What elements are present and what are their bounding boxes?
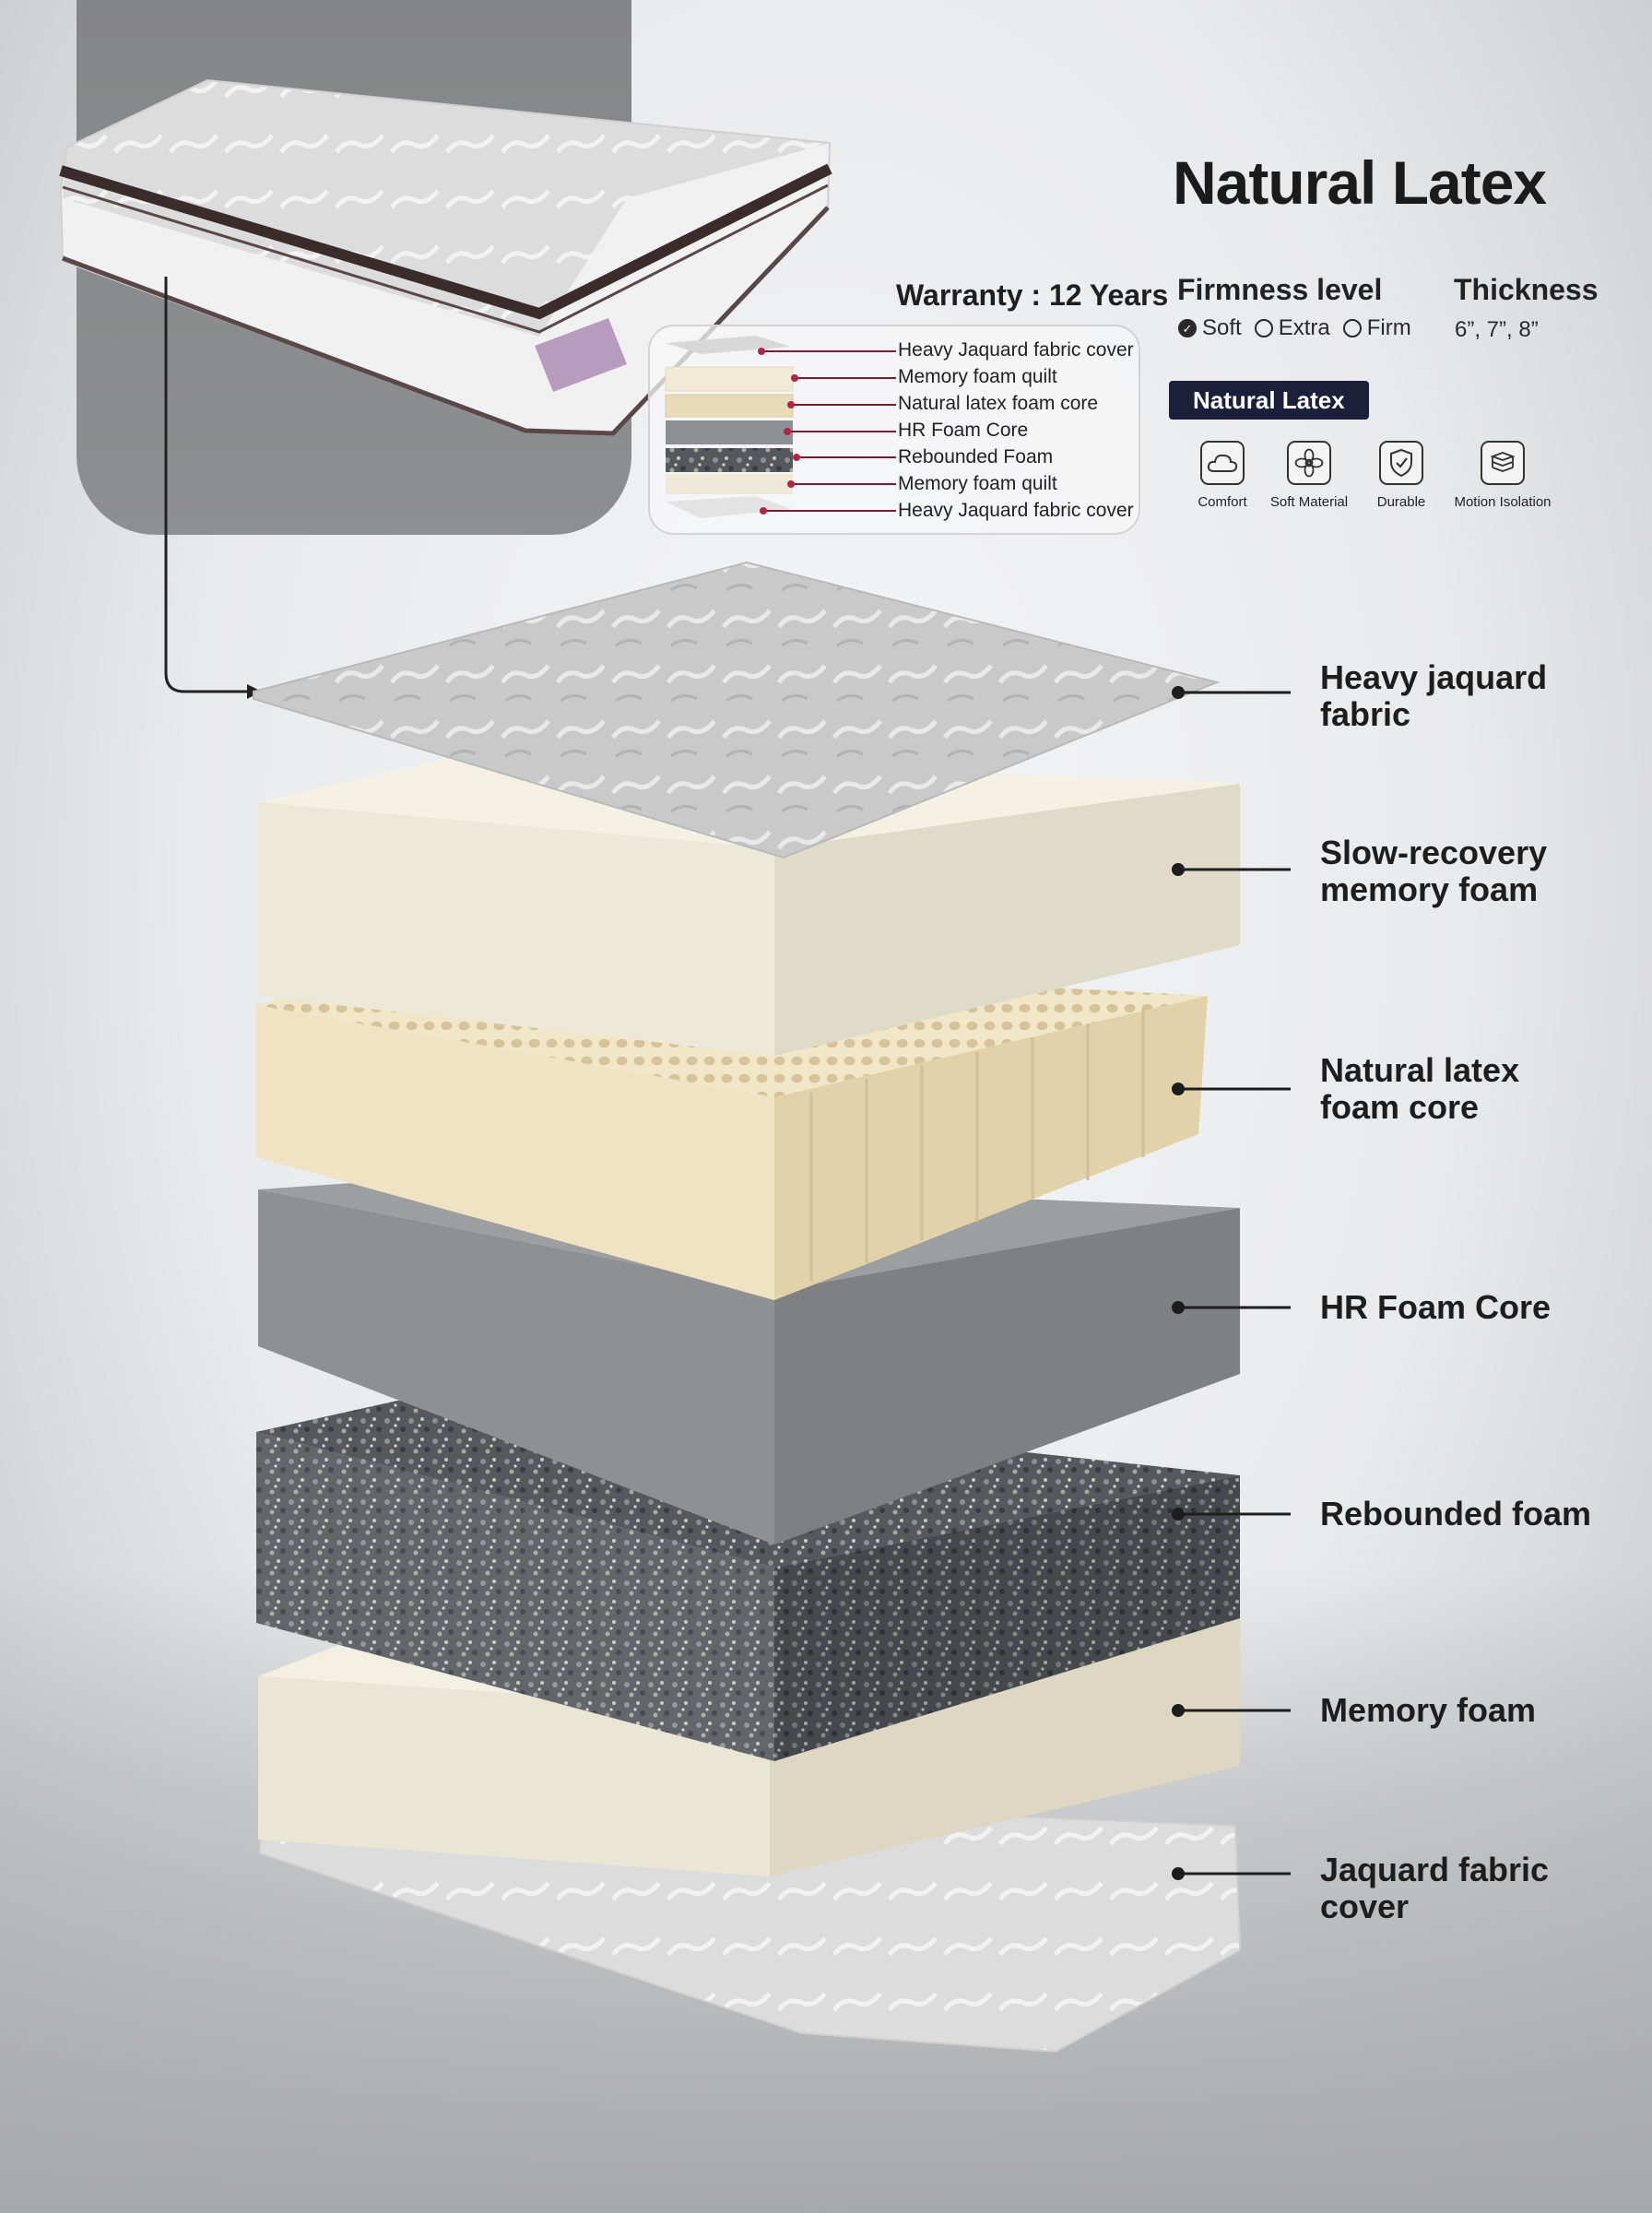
radio-icon [1254,319,1273,337]
exploded-layers-illustration [253,561,1291,2053]
warranty-label: Warranty : 12 Years [896,278,1169,312]
layer-heavy-jaquard [253,561,1221,859]
radio-icon [1342,319,1362,337]
mini-layer-label: HR Foam Core [898,420,1029,441]
callout-natural-latex: Natural latex foam core [1320,1051,1520,1126]
callout-heavy-jaquard: Heavy jaquard fabric [1320,658,1548,733]
callout-lines [1178,691,1291,1876]
feature-comfort: Comfort [1162,441,1282,510]
firmness-option-extra[interactable]: Extra [1254,315,1330,341]
callout-hr-foam: HR Foam Core [1320,1288,1552,1326]
mini-layer-label: Memory foam quilt [898,473,1057,494]
callout-dots [1172,686,1185,1880]
feature-motion-isolation: Motion Isolation [1443,441,1563,510]
mini-layer-label: Memory foam quilt [898,366,1057,387]
thickness-values: 6”, 7”, 8” [1455,317,1539,342]
page-title: Natural Latex [1173,148,1547,217]
callout-slow-recovery-foam: Slow-recovery memory foam [1320,834,1548,908]
material-badge: Natural Latex [1169,381,1369,420]
firmness-option-soft[interactable]: ✓ Soft [1178,315,1242,341]
mini-layer-label: Heavy Jaquard fabric cover [898,339,1134,361]
firmness-heading: Firmness level [1177,273,1383,306]
cloud-icon [1200,441,1245,485]
check-radio-icon: ✓ [1178,319,1197,337]
flower-icon [1287,441,1331,485]
callout-rebounded-foam: Rebounded foam [1320,1495,1591,1533]
shield-check-icon [1379,441,1423,485]
mattress-illustration [59,78,832,436]
firmness-option-firm[interactable]: Firm [1342,315,1411,341]
feature-soft-material: Soft Material [1249,441,1369,510]
mini-layer-label: Rebounded Foam [898,446,1054,467]
mini-layer-stack [665,336,896,518]
callout-memory-foam: Memory foam [1320,1691,1537,1729]
layers-icon [1481,441,1525,485]
callout-jaquard-cover: Jaquard fabric cover [1320,1851,1550,1925]
mini-layer-label: Natural latex foam core [898,393,1099,414]
mini-layer-label: Heavy Jaquard fabric cover [898,500,1134,521]
feature-durable: Durable [1341,441,1461,510]
thickness-heading: Thickness [1454,273,1599,306]
firmness-options: ✓ Soft Extra Firm [1178,315,1424,341]
